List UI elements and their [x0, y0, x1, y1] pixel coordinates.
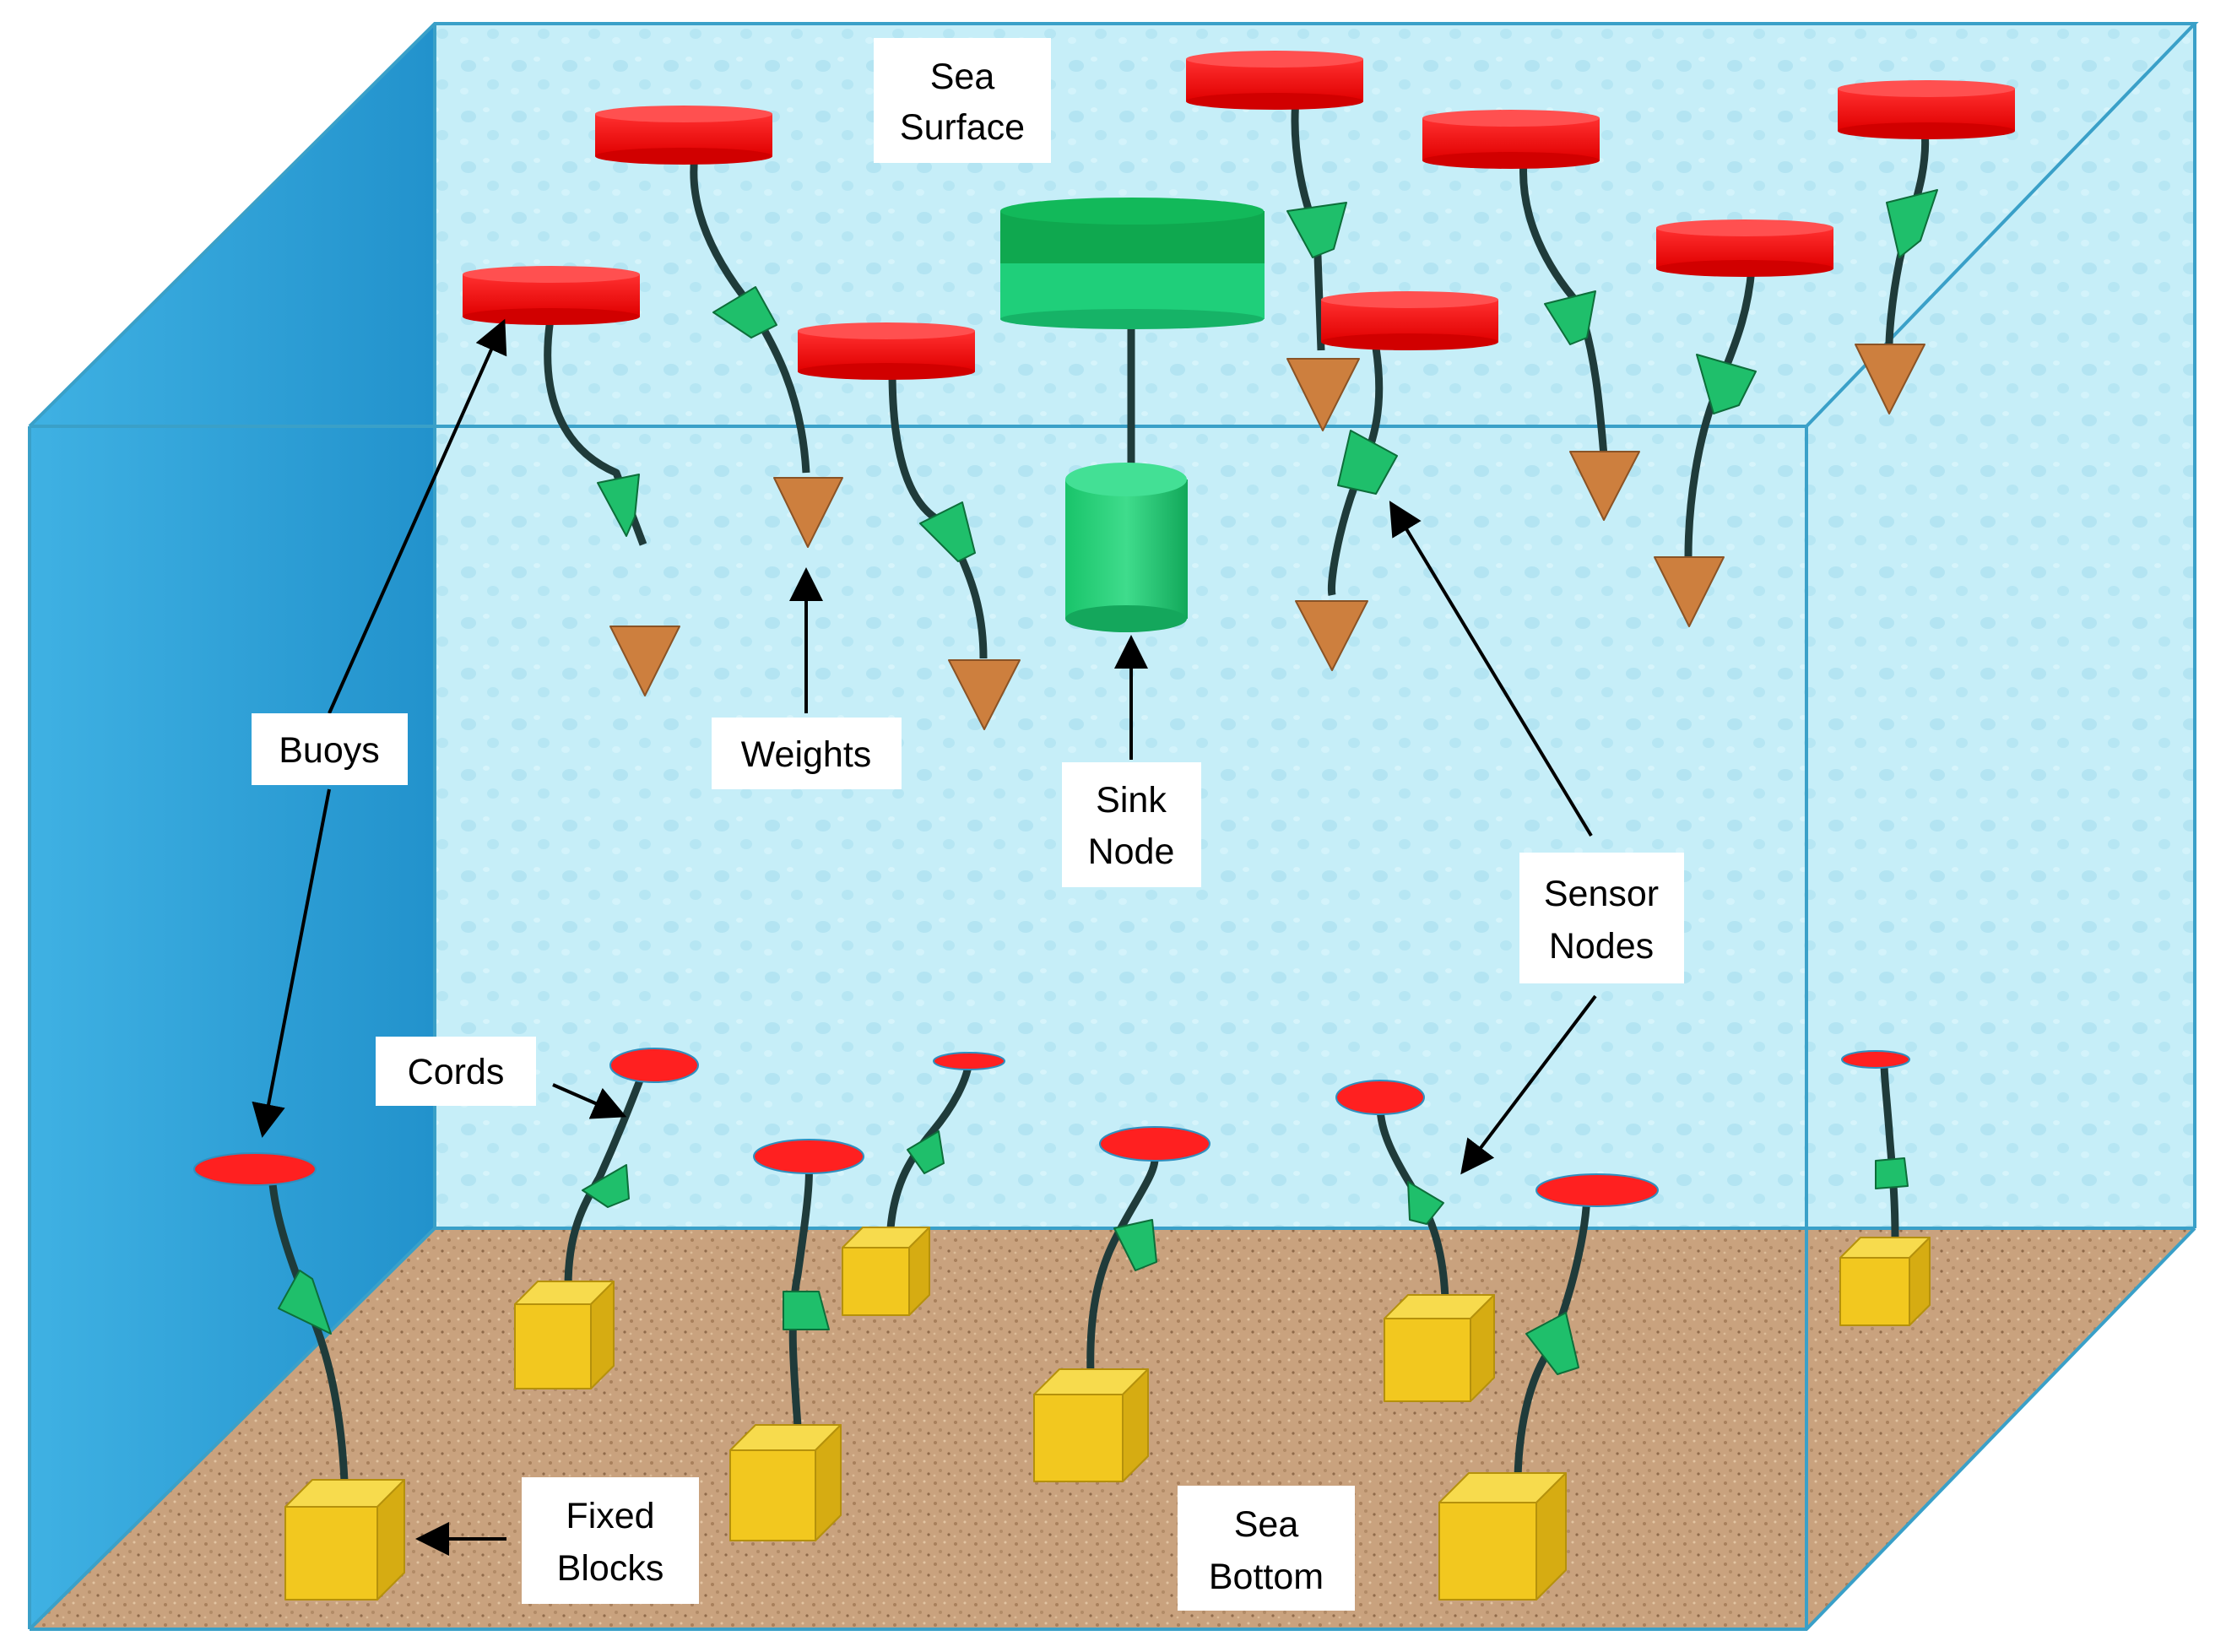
sensor-node [919, 501, 976, 562]
bottom-string [729, 1139, 864, 1541]
sink-node-label-line-1: Sink [1096, 780, 1167, 821]
surface-string [463, 266, 680, 696]
sensor-node [1696, 354, 1757, 414]
sea-surface-label: Sea Surface [874, 38, 1051, 163]
weight [948, 659, 1021, 730]
weights-label-text: Weights [741, 734, 872, 775]
fixed-block [842, 1227, 930, 1316]
buoy [1099, 1126, 1210, 1162]
labels: Sea Surface Buoys Weights Sink Node Sens… [252, 38, 1684, 1611]
weights-label: Weights [712, 718, 902, 789]
sensor-node [1544, 290, 1596, 345]
buoy [595, 106, 772, 165]
sink-node-label: Sink Node [1062, 762, 1201, 887]
sensor-nodes-label-line-2: Nodes [1549, 926, 1654, 967]
sea-surface-label-line-2: Surface [900, 107, 1025, 148]
buoy [193, 1152, 317, 1186]
weight [1569, 451, 1640, 521]
sensor-nodes-arrow-up [1389, 501, 1593, 837]
buoy [1422, 110, 1600, 169]
sensor-nodes-arrow-down [1460, 994, 1597, 1175]
surface-string [1654, 219, 1833, 627]
weight [1654, 556, 1725, 627]
cords-label: Cords [376, 1037, 536, 1106]
fixed-blocks-label: Fixed Blocks [522, 1477, 699, 1604]
sensor-node [1286, 202, 1347, 258]
sink-node-label-line-2: Node [1088, 831, 1175, 872]
cords-label-text: Cords [408, 1052, 505, 1092]
sensor-node [783, 1291, 830, 1330]
sensor-node [278, 1270, 332, 1335]
buoy [609, 1048, 699, 1083]
sensor-node [907, 1130, 945, 1174]
sea-bottom-label-line-1: Sea [1234, 1504, 1299, 1545]
sensor-node [1875, 1157, 1909, 1189]
sensor-nodes-label-line-1: Sensor [1544, 874, 1659, 914]
fixed-blocks-label-line-2: Blocks [557, 1548, 664, 1589]
buoys-label-text: Buoys [279, 730, 380, 771]
bottom-string [1335, 1080, 1495, 1402]
buoy [1335, 1080, 1425, 1115]
buoys-arrow-down [252, 788, 331, 1138]
fixed-block [284, 1479, 405, 1601]
fixed-block [1384, 1294, 1495, 1402]
bottom-string [842, 1052, 1005, 1316]
buoys-label: Buoys [252, 713, 408, 785]
sea-bottom-label-line-2: Bottom [1209, 1557, 1324, 1597]
bottom-string [514, 1048, 699, 1389]
callout-arrows [252, 318, 1597, 1556]
buoy [1838, 80, 2015, 139]
sensor-node [582, 1164, 630, 1208]
sea-surface-label-line-1: Sea [930, 57, 995, 97]
fixed-block [514, 1281, 615, 1389]
weight [609, 626, 680, 696]
sensor-node [1113, 1219, 1157, 1271]
buoy [1321, 291, 1498, 350]
surface-sensor-strings [463, 51, 2015, 730]
sea-bottom-label: Sea Bottom [1178, 1486, 1355, 1611]
buoy [933, 1052, 1005, 1070]
fixed-block [729, 1424, 842, 1541]
sensor-nodes-label: Sensor Nodes [1519, 853, 1684, 983]
fixed-block [1839, 1237, 1931, 1326]
sensor-node [1886, 189, 1938, 258]
surface-string [1186, 51, 1363, 431]
buoys-arrow-up [328, 318, 507, 714]
sensor-node [1407, 1181, 1444, 1225]
fixed-blocks-label-line-1: Fixed [566, 1496, 654, 1536]
buoy [1841, 1050, 1910, 1069]
bottom-sensor-strings [193, 1048, 1931, 1601]
cords-arrow [552, 1083, 627, 1119]
buoy [1656, 219, 1833, 277]
bottom-string [193, 1152, 405, 1601]
sensor-node [712, 286, 777, 339]
bottom-string [1438, 1173, 1659, 1601]
sink-node [1000, 198, 1265, 632]
buoy [1186, 51, 1363, 110]
buoy [798, 322, 975, 380]
fixed-block [1033, 1368, 1149, 1482]
buoy [753, 1139, 864, 1174]
surface-string [1295, 291, 1498, 671]
weight [1286, 358, 1360, 431]
sensor-node [1525, 1312, 1579, 1375]
buoy [1535, 1173, 1659, 1207]
surface-string [798, 322, 1021, 730]
surface-string [595, 106, 843, 548]
bottom-string [1033, 1126, 1210, 1482]
bottom-string [1839, 1050, 1931, 1326]
surface-string [1422, 110, 1640, 521]
weight [773, 477, 843, 548]
weight [1855, 344, 1925, 414]
buoy [463, 266, 640, 325]
sensor-node [1337, 430, 1398, 495]
surface-string [1838, 80, 2015, 414]
weight [1295, 600, 1368, 671]
fixed-block [1438, 1472, 1567, 1601]
sensor-node [597, 474, 640, 537]
